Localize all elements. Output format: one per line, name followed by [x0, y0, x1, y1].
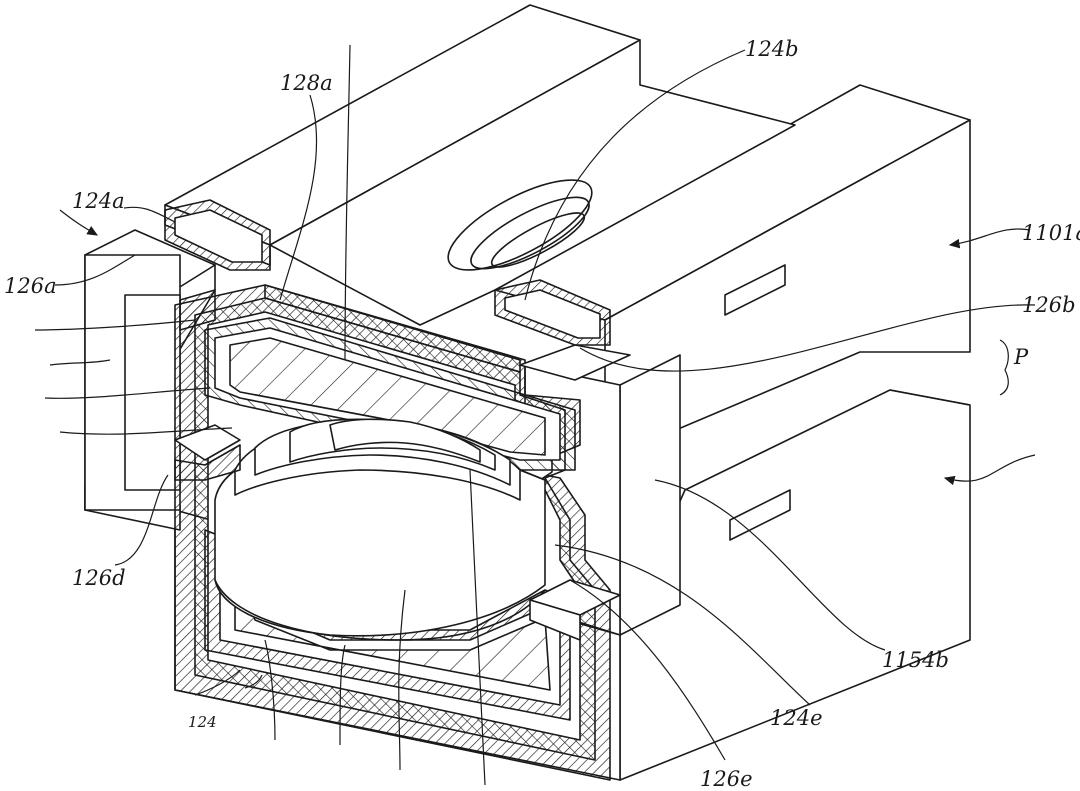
- label-P: P: [1013, 345, 1029, 369]
- label-126e: 126e: [700, 767, 753, 791]
- label-126b: 126b: [1022, 293, 1076, 317]
- top-hatch-insets: [164, 199, 611, 373]
- label-1154b: 1154b: [882, 648, 949, 672]
- leader-lines: [34, 44, 1036, 786]
- slot-upper: [724, 264, 786, 316]
- label-1101a: 1101a: [1022, 221, 1080, 245]
- label-128a: 128a: [280, 71, 333, 95]
- label-126a: 126a: [4, 274, 57, 298]
- label-124b: 124b: [745, 37, 799, 61]
- right-step-blocks: [519, 344, 631, 641]
- upper-core-block: [164, 4, 971, 461]
- center-hole: [447, 179, 593, 271]
- reference-labels: 124a 126a 128a 124b 1101a 126b P 126d 11…: [4, 37, 1080, 791]
- coil-tiers: [214, 418, 546, 641]
- label-124-cut: 124: [188, 713, 217, 731]
- upper-winding-section: [204, 317, 576, 471]
- label-126d: 126d: [72, 566, 126, 590]
- label-124a: 124a: [72, 189, 125, 213]
- label-124e: 124e: [770, 706, 823, 730]
